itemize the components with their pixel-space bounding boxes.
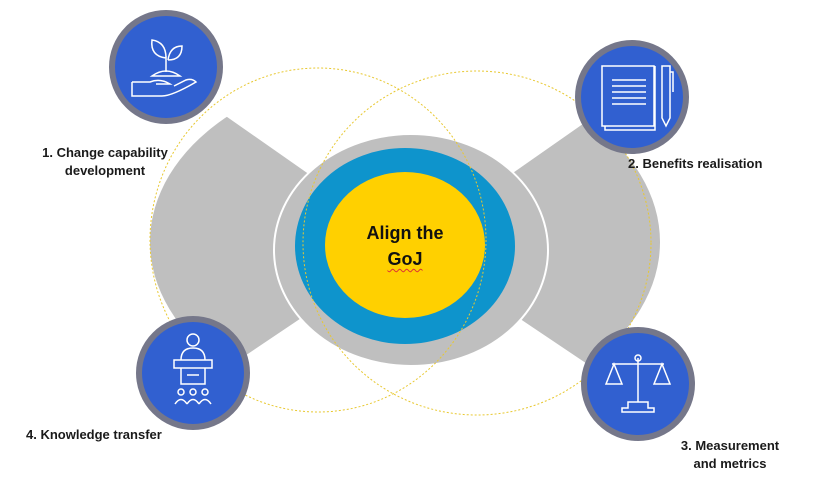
- label-knowledge-transfer: 4. Knowledge transfer: [26, 426, 196, 444]
- label-line: 2. Benefits realisation: [628, 156, 763, 171]
- center-title-line2: GoJ: [387, 249, 423, 269]
- label-line: development: [64, 163, 146, 178]
- label-change-capability: 1. Change capability development: [20, 144, 190, 180]
- center-title: Align the GoJ: [330, 220, 480, 272]
- label-line: 4. Knowledge transfer: [26, 427, 162, 442]
- presenter-audience-icon: [136, 316, 250, 430]
- book-pen-icon: [575, 40, 689, 154]
- center-title-line1: Align the: [366, 223, 444, 243]
- hand-plant-icon: [109, 10, 223, 124]
- label-line: and metrics: [693, 456, 767, 471]
- dotted-orbit-right: [302, 70, 652, 416]
- label-line: 1. Change capability: [42, 145, 168, 160]
- label-measurement: 3. Measurement and metrics: [655, 437, 805, 473]
- dotted-orbit-left: [149, 67, 487, 413]
- label-benefits-realisation: 2. Benefits realisation: [628, 155, 798, 173]
- label-line: 3. Measurement: [680, 438, 780, 453]
- balance-scale-icon: [581, 327, 695, 441]
- yellow-core: [325, 172, 485, 318]
